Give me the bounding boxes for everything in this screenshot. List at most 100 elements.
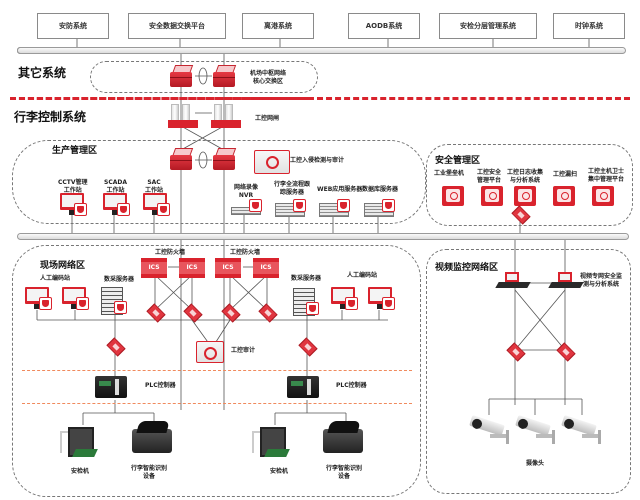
- coding-station-icon: [62, 287, 89, 313]
- gateway-icon: [168, 104, 198, 128]
- gateway-icon: [211, 104, 241, 128]
- workstation-label: CCTV管理 工作站: [58, 179, 88, 194]
- section-title-other: 其它系统: [18, 66, 67, 80]
- core-switch-icon: [213, 148, 237, 170]
- top-system-label: AODB系统: [365, 22, 403, 30]
- firewall-label: 工控防火墙: [230, 249, 261, 256]
- top-system-box: 安防系统: [37, 13, 109, 39]
- server-icon: [364, 199, 395, 217]
- security-item-label: 工控漏扫: [553, 171, 578, 178]
- field-switch-icon: [145, 303, 166, 323]
- server-label: 行李全流程跟 踪服务器: [274, 181, 311, 196]
- top-system-box: 离港系统: [242, 13, 314, 39]
- ids-label: 工控入侵检测与审计: [290, 157, 345, 164]
- server-icon: [319, 199, 350, 217]
- camera-label: 摄像头: [526, 460, 545, 467]
- access-switch-icon: [105, 337, 126, 357]
- field-zone-title: 现场网络区: [40, 261, 86, 271]
- camera-icon: [558, 415, 606, 450]
- server-label: 网络录像 NVR: [234, 184, 259, 199]
- level-separator: [22, 370, 412, 371]
- reader-label: 行李智能识别 设备: [326, 465, 363, 480]
- video-zone-title: 视频监控网络区: [435, 263, 499, 273]
- top-system-box: 安检分层管理系统: [439, 13, 537, 39]
- top-system-box: AODB系统: [348, 13, 420, 39]
- workstation-icon: [143, 193, 170, 219]
- audit-label: 工控审计: [231, 347, 256, 354]
- middle-network-bus: [17, 233, 629, 240]
- camera-icon: [512, 415, 560, 450]
- server-label: 数据库服务器: [362, 186, 399, 193]
- field-zone: [12, 245, 421, 497]
- firewall-icon: ICS: [141, 258, 167, 278]
- security-item-label: 工控安全 管理平台: [477, 169, 502, 184]
- section-separator: [10, 97, 630, 100]
- host-guard-icon: [592, 186, 614, 206]
- audit-icon: [196, 341, 224, 363]
- core-zone-label: 机场中枢网络 核心交换区: [250, 70, 287, 85]
- xray-label: 安检机: [270, 468, 289, 475]
- coding-station-icon: [368, 287, 395, 313]
- video-monitor-label: 视频专网安全监 测与分析系统: [580, 273, 623, 288]
- coding-station-icon: [25, 287, 52, 313]
- core-switch-icon: [170, 148, 194, 170]
- plc-icon: [95, 376, 127, 398]
- data-server-icon: [293, 288, 319, 316]
- section-title-baggage: 行李控制系统: [14, 110, 87, 124]
- video-monitor-icon: [548, 272, 584, 290]
- top-system-label: 安检分层管理系统: [460, 22, 516, 30]
- plc-label: PLC控制器: [336, 382, 367, 389]
- plc-label: PLC控制器: [145, 382, 176, 389]
- security-zone-title: 安全管理区: [435, 156, 481, 166]
- workstation-label: SAC 工作站: [145, 179, 164, 194]
- security-item-label: 工控日志收集 与分析系统: [507, 169, 544, 184]
- security-item-label: 工业堡垒机: [434, 170, 465, 177]
- firewall-icon: ICS: [179, 258, 205, 278]
- workstation-icon: [103, 193, 130, 219]
- core-switch-icon: [213, 65, 237, 87]
- field-switch-icon: [182, 303, 203, 323]
- top-system-label: 安防系统: [59, 22, 87, 30]
- field-switch-icon: [257, 303, 278, 323]
- intrusion-detection-icon: [254, 150, 290, 174]
- firewall-text: ICS: [215, 262, 241, 274]
- log-analysis-icon: [514, 186, 536, 206]
- top-system-label: 时钟系统: [575, 22, 603, 30]
- server-label: 数采服务器: [104, 276, 135, 283]
- firewall-text: ICS: [253, 262, 279, 274]
- data-server-icon: [101, 287, 127, 315]
- firewall-label: 工控防火墙: [155, 249, 186, 256]
- workstation-icon: [60, 193, 87, 219]
- level-separator: [22, 403, 412, 404]
- firewall-text: ICS: [141, 262, 167, 274]
- core-zone: [90, 61, 318, 93]
- firewall-icon: ICS: [215, 258, 241, 278]
- top-system-label: 离港系统: [264, 22, 292, 30]
- reader-label: 行李智能识别 设备: [131, 465, 168, 480]
- video-zone: [426, 249, 631, 494]
- production-zone-title: 生产管理区: [52, 146, 98, 156]
- field-switch-icon: [220, 303, 241, 323]
- baggage-reader-icon: [130, 421, 174, 455]
- security-switch-icon: [510, 205, 531, 225]
- nvr-icon: [231, 199, 262, 217]
- xray-scanner-icon: [60, 423, 98, 463]
- core-switch-icon: [170, 65, 194, 87]
- vulnerability-scan-icon: [553, 186, 575, 206]
- top-network-bus: [17, 47, 626, 54]
- gateway-label: 工控网闸: [255, 115, 280, 122]
- server-icon: [275, 199, 306, 217]
- baggage-reader-icon: [321, 421, 365, 455]
- video-monitor-icon: [495, 272, 531, 290]
- coding-station-icon: [331, 287, 358, 313]
- top-system-box: 安全数据交换平台: [128, 13, 226, 39]
- video-switch-icon: [555, 342, 576, 362]
- access-switch-icon: [297, 337, 318, 357]
- xray-label: 安检机: [71, 468, 90, 475]
- server-label: WEB应用服务器: [317, 186, 363, 193]
- firewall-icon: ICS: [253, 258, 279, 278]
- plc-icon: [287, 376, 319, 398]
- firewall-text: ICS: [179, 262, 205, 274]
- workstation-label: SCADA 工作站: [104, 179, 127, 194]
- xray-scanner-icon: [252, 423, 290, 463]
